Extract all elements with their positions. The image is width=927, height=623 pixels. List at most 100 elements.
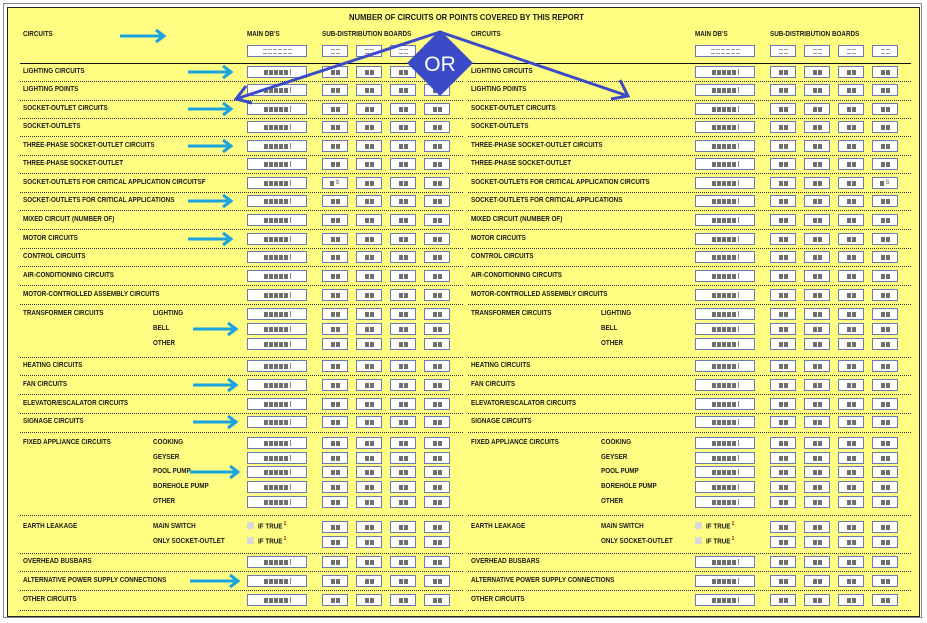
column-header-field[interactable]: [872, 45, 898, 57]
count-input[interactable]: [872, 289, 898, 301]
count-input[interactable]: [356, 270, 382, 282]
count-input[interactable]: [770, 251, 796, 263]
count-input[interactable]: [247, 338, 307, 350]
count-input[interactable]: [322, 496, 348, 508]
count-input[interactable]: [356, 177, 382, 189]
count-input[interactable]: [838, 379, 864, 391]
count-input[interactable]: [247, 103, 307, 115]
count-input[interactable]: [695, 575, 755, 587]
count-input[interactable]: [695, 214, 755, 226]
count-input[interactable]: [804, 270, 830, 282]
count-input[interactable]: [695, 195, 755, 207]
count-input[interactable]: [356, 140, 382, 152]
count-input[interactable]: [322, 481, 348, 493]
count-input[interactable]: [695, 496, 755, 508]
count-input[interactable]: [872, 338, 898, 350]
count-input[interactable]: [872, 466, 898, 478]
count-input[interactable]: [872, 416, 898, 428]
count-input[interactable]: [390, 158, 416, 170]
count-input[interactable]: [247, 233, 307, 245]
count-input[interactable]: [838, 496, 864, 508]
count-input[interactable]: [356, 360, 382, 372]
count-input[interactable]: [804, 308, 830, 320]
count-input[interactable]: [322, 416, 348, 428]
count-input[interactable]: [322, 214, 348, 226]
count-input[interactable]: [356, 233, 382, 245]
count-input[interactable]: [424, 360, 450, 372]
count-input[interactable]: [872, 84, 898, 96]
count-input[interactable]: [390, 195, 416, 207]
count-input[interactable]: [322, 308, 348, 320]
count-input[interactable]: [247, 452, 307, 464]
count-input[interactable]: [838, 481, 864, 493]
column-header-field[interactable]: [247, 45, 307, 57]
count-input[interactable]: [322, 437, 348, 449]
count-input[interactable]: [356, 379, 382, 391]
count-input[interactable]: [804, 84, 830, 96]
count-input[interactable]: [322, 594, 348, 606]
count-input[interactable]: [322, 251, 348, 263]
count-input[interactable]: [804, 594, 830, 606]
count-input[interactable]: [804, 556, 830, 568]
count-input[interactable]: [390, 270, 416, 282]
count-input[interactable]: [424, 158, 450, 170]
count-input[interactable]: [424, 575, 450, 587]
count-input[interactable]: [356, 251, 382, 263]
count-input[interactable]: [247, 466, 307, 478]
count-input[interactable]: [838, 233, 864, 245]
count-input[interactable]: [872, 360, 898, 372]
count-input[interactable]: [804, 481, 830, 493]
count-input[interactable]: [247, 66, 307, 78]
count-input[interactable]: [695, 416, 755, 428]
count-input[interactable]: [695, 66, 755, 78]
count-input[interactable]: [390, 289, 416, 301]
count-input[interactable]: [322, 521, 348, 533]
if-true-checkbox[interactable]: [247, 522, 254, 529]
count-input[interactable]: [390, 437, 416, 449]
count-input[interactable]: [838, 270, 864, 282]
count-input[interactable]: [356, 452, 382, 464]
count-input[interactable]: [804, 521, 830, 533]
count-input[interactable]: [804, 416, 830, 428]
count-input[interactable]: [356, 594, 382, 606]
count-input[interactable]: [770, 308, 796, 320]
count-input[interactable]: [804, 214, 830, 226]
count-input[interactable]: [390, 416, 416, 428]
count-input[interactable]: [247, 270, 307, 282]
count-input[interactable]: [872, 214, 898, 226]
count-input[interactable]: [322, 398, 348, 410]
count-input[interactable]: [695, 594, 755, 606]
count-input[interactable]: [247, 308, 307, 320]
count-input[interactable]: [390, 233, 416, 245]
count-input[interactable]: [424, 270, 450, 282]
count-input[interactable]: [695, 103, 755, 115]
count-input[interactable]: [872, 575, 898, 587]
count-input[interactable]: [390, 481, 416, 493]
count-input[interactable]: [838, 594, 864, 606]
count-input[interactable]: [804, 103, 830, 115]
column-header-field[interactable]: [770, 45, 796, 57]
count-input[interactable]: [390, 556, 416, 568]
count-input[interactable]: [804, 158, 830, 170]
count-input[interactable]: [770, 398, 796, 410]
count-input[interactable]: [424, 177, 450, 189]
count-input[interactable]: [770, 233, 796, 245]
count-input[interactable]: [356, 158, 382, 170]
count-input[interactable]: [247, 481, 307, 493]
count-input[interactable]: [424, 308, 450, 320]
count-input[interactable]: [838, 195, 864, 207]
count-input[interactable]: [695, 452, 755, 464]
count-input[interactable]: [695, 360, 755, 372]
count-input[interactable]: [770, 466, 796, 478]
count-input[interactable]: [424, 195, 450, 207]
count-input[interactable]: [424, 289, 450, 301]
count-input[interactable]: [838, 103, 864, 115]
count-input[interactable]: [356, 338, 382, 350]
count-input[interactable]: [804, 452, 830, 464]
count-input[interactable]: [804, 289, 830, 301]
count-input[interactable]: [804, 233, 830, 245]
column-header-field[interactable]: [322, 45, 348, 57]
count-input[interactable]: [356, 121, 382, 133]
count-input[interactable]: S: [872, 177, 898, 189]
count-input[interactable]: [770, 66, 796, 78]
